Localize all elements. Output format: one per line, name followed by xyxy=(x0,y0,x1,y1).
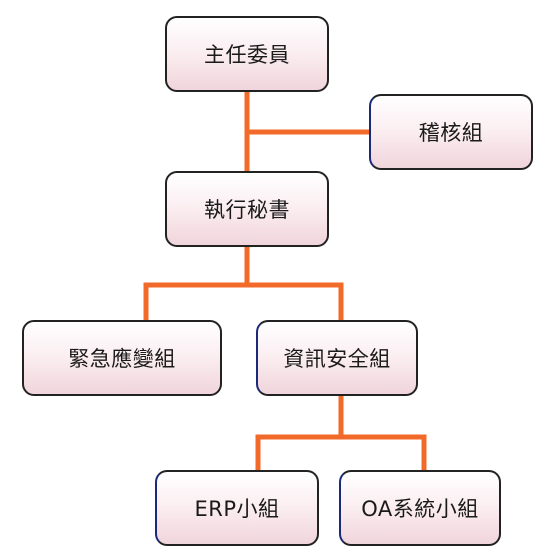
node-chair: 主任委員 xyxy=(165,16,329,92)
node-oa-team: OA系統小組 xyxy=(339,470,501,546)
node-executive-secretary: 執行秘書 xyxy=(165,171,329,247)
node-information-security: 資訊安全組 xyxy=(256,320,418,396)
node-audit: 稽核組 xyxy=(369,94,533,170)
node-erp-team: ERP小組 xyxy=(155,470,319,546)
node-emergency-response: 緊急應變組 xyxy=(22,320,222,396)
